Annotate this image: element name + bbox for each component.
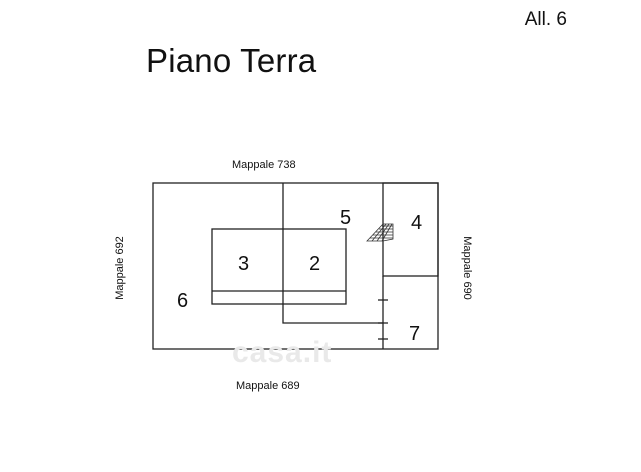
page-title: Piano Terra bbox=[146, 42, 317, 79]
room-number-2: 2 bbox=[309, 253, 320, 275]
boundary-label-top: Mappale 738 bbox=[232, 159, 296, 171]
annex-label: All. 6 bbox=[524, 9, 567, 30]
courtyard-wall bbox=[282, 183, 384, 349]
boundary-label-bottom: Mappale 689 bbox=[236, 380, 300, 392]
room-number-6: 6 bbox=[177, 290, 188, 312]
room-number-5: 5 bbox=[340, 207, 351, 229]
watermark-logo: casa.it bbox=[232, 336, 333, 369]
boundary-label-left: Mappale 692 bbox=[114, 236, 126, 300]
boundary-label-right: Mappale 690 bbox=[461, 236, 473, 300]
room-number-3: 3 bbox=[238, 253, 249, 275]
room-number-4: 4 bbox=[411, 212, 422, 234]
staircase-symbol bbox=[366, 223, 394, 242]
central-block bbox=[211, 228, 347, 305]
outer-perimeter bbox=[152, 182, 439, 350]
room-number-7: 7 bbox=[409, 323, 420, 345]
room-4-outline bbox=[382, 182, 439, 277]
